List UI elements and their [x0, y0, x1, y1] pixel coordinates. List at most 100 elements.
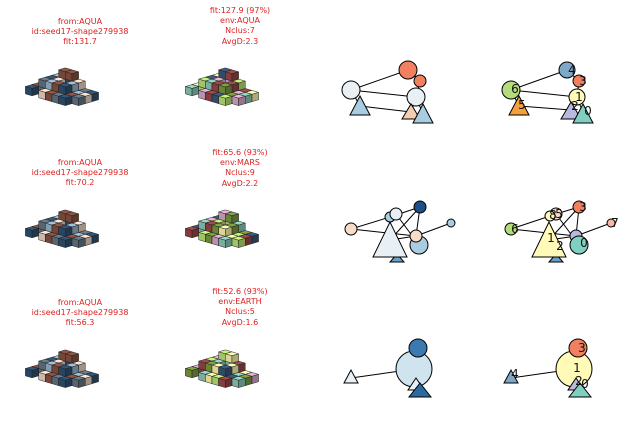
row1-labeled-node: [560, 101, 582, 120]
voxel-face: [78, 237, 86, 248]
row2-labeled-node: [606, 218, 616, 228]
row1-labeled-node: [508, 94, 530, 116]
row2-fit-caption: fit:65.6 (93%) env:MARS Nclus:9 AvgD:2.2: [160, 148, 320, 189]
voxel-shapes: [24, 67, 260, 388]
voxel-face: [65, 226, 73, 237]
row3-source-line3: fit:56.3: [65, 318, 95, 328]
row2-labeled-node: [547, 253, 565, 263]
row2-fit-line4: AvgD:2.2: [221, 178, 259, 188]
voxel-face: [225, 377, 233, 388]
voxel-face: [238, 95, 246, 106]
voxel-face: [65, 366, 73, 377]
voxel-face: [225, 237, 233, 248]
voxel-face: [78, 377, 86, 388]
row3-fit-line3: Nclus:5: [225, 307, 255, 317]
row1-graph-node: [349, 94, 371, 116]
voxel-face: [238, 377, 246, 388]
row1-labeled-node: [568, 88, 586, 106]
voxel-face: [191, 86, 199, 97]
row2-graph-node: [413, 200, 427, 214]
row1-source-caption: from:AQUA id:seed17-shape279938 fit:131.…: [0, 17, 160, 48]
voxel-face: [31, 228, 39, 239]
voxel-face: [65, 237, 73, 248]
row3-node-label: 2: [575, 374, 583, 388]
row1-labeled-node: [558, 61, 576, 79]
row2-graph-node: [344, 222, 358, 236]
row2-node-label: 2: [556, 239, 564, 253]
row2-source-line2: id:seed17-shape279938: [31, 168, 129, 178]
row2-labeled-edge: [510, 215, 551, 230]
voxel-face: [225, 95, 233, 106]
row1-labeled-node: [501, 80, 521, 100]
voxel-face: [71, 213, 79, 224]
voxel-face: [225, 84, 233, 95]
voxel-face: [71, 353, 79, 364]
row1-fit-line1: fit:127.9 (97%): [209, 6, 271, 15]
row3-graph-node: [407, 382, 433, 398]
row1-graph-node: [412, 102, 434, 124]
row2-node-label: 8: [549, 208, 557, 222]
row1-fit-line3: Nclus:7: [225, 26, 255, 36]
row1-fit-line4: AvgD:2.3: [221, 36, 259, 46]
row1-labeled-edge: [510, 69, 568, 91]
row2-source-line1: from:AQUA: [57, 158, 103, 167]
voxel-face: [225, 226, 233, 237]
voxel-face: [231, 71, 239, 82]
row3-labeled-node: [503, 368, 519, 384]
row2-labeled-node: [544, 210, 556, 222]
row2-graph-node: [446, 218, 456, 228]
row3-source-line1: from:AQUA: [57, 298, 103, 307]
row1-source-line3: fit:131.7: [63, 37, 97, 47]
row1-node-label: 0: [584, 104, 592, 118]
row3-node-label: 0: [581, 377, 589, 391]
row2-fit-line1: fit:65.6 (93%): [212, 148, 268, 157]
row1-fit-caption: fit:127.9 (97%) env:AQUA Nclus:7 AvgD:2.…: [160, 6, 320, 47]
row1-graph-node: [341, 80, 361, 100]
row1-source-line2: id:seed17-shape279938: [31, 27, 129, 37]
row3-fit-line2: env:EARTH: [218, 297, 262, 307]
row1-graph-node: [401, 103, 421, 120]
row2-fit-line3: Nclus:9: [225, 168, 255, 178]
row3-cluster-graph: [343, 338, 433, 398]
row1-node-label: 1: [575, 90, 583, 104]
row1-labeled-node: [572, 74, 586, 88]
voxel-face: [231, 353, 239, 364]
row1-source-line1: from:AQUA: [57, 17, 103, 26]
row1-labeled-edge: [518, 105, 572, 111]
row1-graph-node: [406, 87, 426, 107]
voxel-face: [238, 237, 246, 248]
row2-graph-node: [372, 220, 408, 258]
row1-graph-edge: [359, 105, 412, 113]
voxel-face: [191, 228, 199, 239]
row1-node-label: 2: [571, 99, 579, 113]
row2-source-caption: from:AQUA id:seed17-shape279938 fit:70.2: [0, 158, 160, 189]
row1-node-label: 6: [511, 82, 519, 96]
row3-source-caption: from:AQUA id:seed17-shape279938 fit:56.3: [0, 298, 160, 329]
row3-source-line2: id:seed17-shape279938: [31, 308, 129, 318]
row1-graph-node: [413, 74, 427, 88]
row2-graph-node: [389, 207, 403, 221]
row1-graph-edge: [350, 89, 417, 98]
row2-source-line3: fit:70.2: [65, 178, 95, 188]
row2-graph-edge: [350, 228, 417, 237]
row1-node-label: 5: [518, 98, 526, 112]
voxel-face: [231, 213, 239, 224]
row3-node-label: 4: [511, 367, 519, 381]
row1-labeled-node: [572, 102, 594, 124]
row1-labeled-graph: [501, 61, 594, 124]
row2-node-label: 3: [579, 200, 587, 214]
row2-graph-node: [388, 253, 406, 263]
row1-labeled-edge: [510, 89, 578, 98]
row3-graph-node: [408, 338, 428, 358]
row1-fit-line2: env:AQUA: [220, 16, 260, 26]
row2-node-label: 0: [580, 236, 588, 250]
voxel-face: [78, 95, 86, 106]
voxel-face: [71, 71, 79, 82]
voxel-face: [65, 95, 73, 106]
row3-labeled-node: [567, 382, 593, 398]
row2-graph-edge: [350, 216, 391, 230]
voxel-face: [31, 368, 39, 379]
row2-labeled-node: [531, 220, 567, 258]
row1-graph-node: [398, 60, 418, 80]
